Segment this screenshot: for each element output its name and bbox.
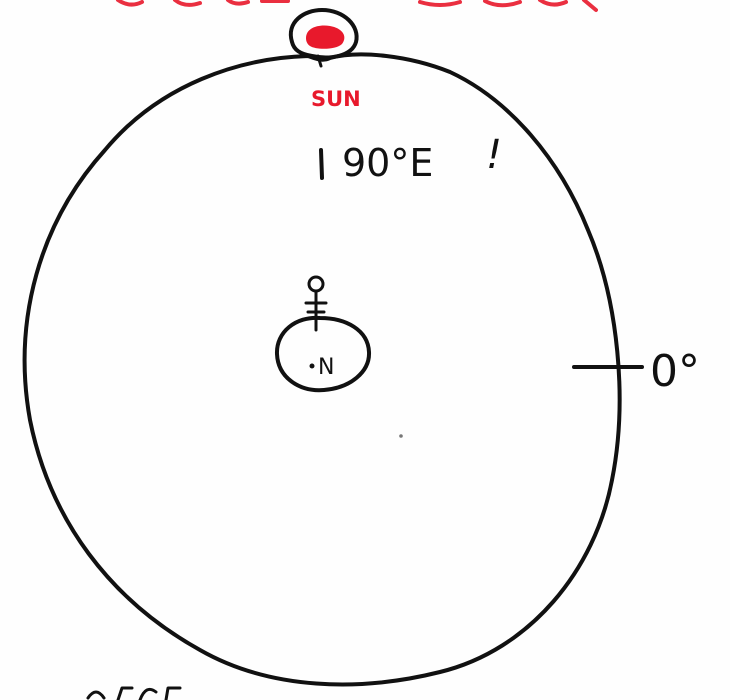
stray-dot [399, 434, 403, 438]
longitude-label: 90°E [342, 141, 433, 185]
north-pole-dot [309, 363, 315, 369]
meridian-label: 0° [650, 346, 700, 397]
earth-circle [22, 52, 622, 687]
north-label: N [318, 355, 334, 380]
sun-icon [306, 25, 345, 49]
longitude-tick [319, 148, 324, 180]
sun-label: SUN [311, 87, 361, 111]
sun-outline [288, 8, 359, 60]
sun-tick [316, 54, 323, 68]
bottom-cropped-writing [86, 686, 182, 700]
top-cropped-red-writing [116, 0, 598, 12]
north-pole-circle [274, 315, 372, 393]
exclamation-mark: ! [486, 132, 502, 178]
observer-figure [304, 275, 328, 332]
